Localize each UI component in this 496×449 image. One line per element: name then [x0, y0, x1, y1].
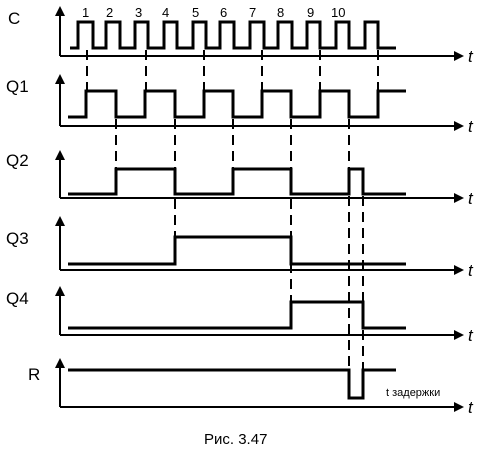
- pulse-number-10: 10: [331, 5, 345, 20]
- delay-label: t задержки: [386, 387, 440, 399]
- pulse-number-2: 2: [106, 5, 113, 20]
- axis-q1: [55, 74, 464, 131]
- waveform-q1: [68, 89, 406, 119]
- axis-t-label-c: t: [468, 47, 474, 66]
- pulse-number-6: 6: [220, 5, 227, 20]
- axis-t-label-r: t: [468, 398, 474, 417]
- axis-c: [55, 6, 464, 61]
- pulse-number-4: 4: [162, 5, 169, 20]
- axis-r: [55, 358, 464, 412]
- axis-t-label-q1: t: [468, 117, 474, 136]
- axis-t-label-q3: t: [468, 261, 474, 280]
- signal-label-q1: Q1: [6, 77, 29, 96]
- axis-t-label-q2: t: [468, 189, 474, 208]
- waveform-c: [70, 20, 396, 50]
- pulse-number-1: 1: [82, 5, 89, 20]
- figure-caption: Рис. 3.47: [204, 431, 267, 448]
- pulse-number-7: 7: [249, 5, 256, 20]
- pulse-number-5: 5: [192, 5, 199, 20]
- waveform-q3: [68, 235, 406, 266]
- signal-label-q2: Q2: [6, 151, 29, 170]
- pulse-number-9: 9: [307, 5, 314, 20]
- signal-label-c: C: [8, 9, 20, 28]
- signal-label-r: R: [28, 365, 40, 384]
- waveform-q2: [68, 167, 406, 196]
- pulse-number-3: 3: [135, 5, 142, 20]
- signal-label-q4: Q4: [6, 289, 29, 308]
- timing-guides: [86, 50, 379, 370]
- axis-q2: [55, 150, 464, 203]
- axis-q4: [55, 286, 464, 340]
- pulse-number-8: 8: [277, 5, 284, 20]
- waveform-r: [68, 368, 396, 400]
- waveform-q4: [68, 300, 406, 330]
- signal-label-q3: Q3: [6, 229, 29, 248]
- axis-q3: [55, 216, 464, 275]
- axis-t-label-q4: t: [468, 326, 474, 345]
